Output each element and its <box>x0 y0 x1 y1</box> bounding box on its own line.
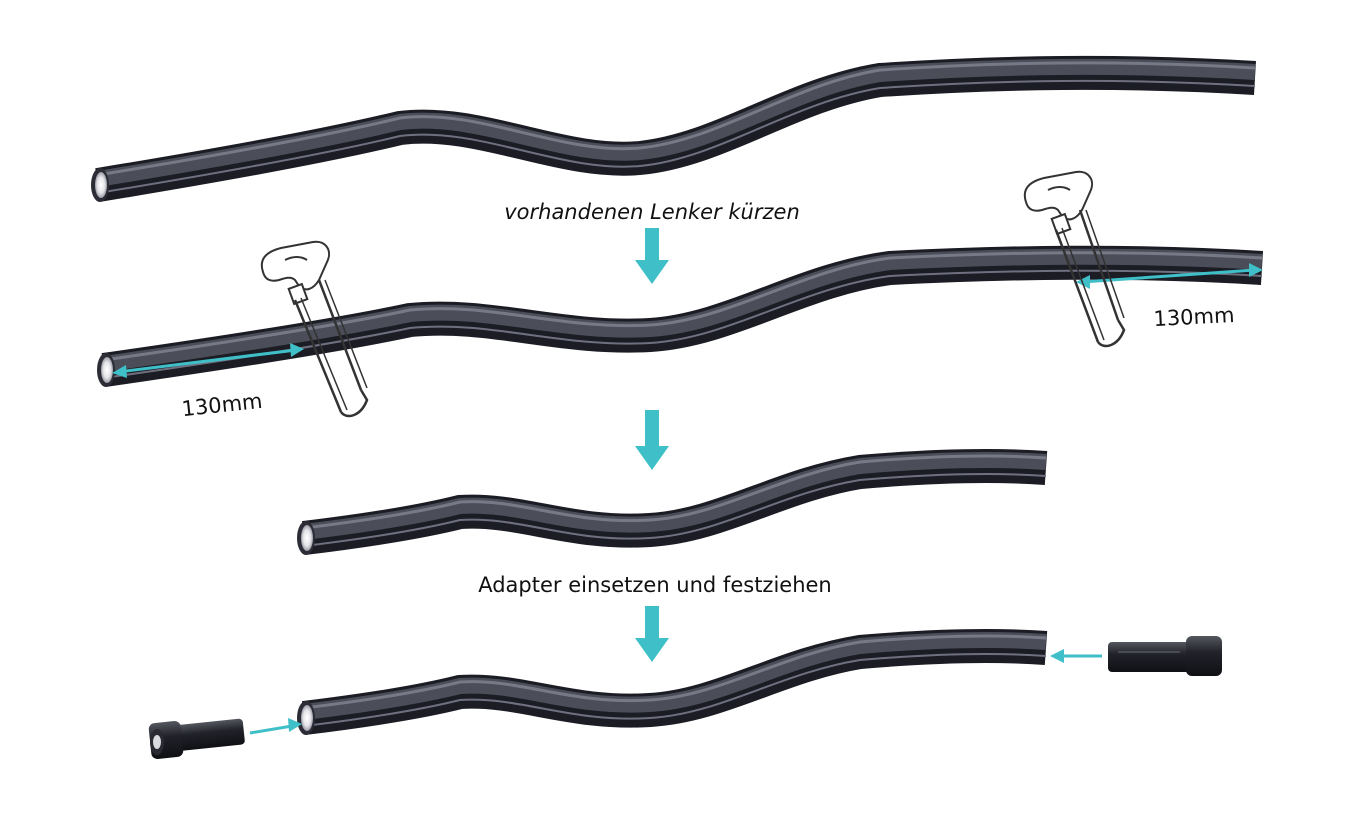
arrow-down-icon <box>635 228 669 284</box>
handlebar-shortened <box>297 448 1048 555</box>
measurement-arrow-left <box>112 343 304 378</box>
arrow-down-icon <box>635 606 669 662</box>
hacksaw-icon <box>260 240 369 418</box>
left-cut-length: 130mm <box>180 389 263 421</box>
insert-arrow-left <box>249 718 302 735</box>
bar-end-adapter-right <box>1108 636 1222 676</box>
step3-caption: Adapter einsetzen und festziehen <box>478 573 832 597</box>
handlebar-with-cut-marks <box>97 245 1264 387</box>
arrow-down-icon <box>635 410 669 470</box>
right-cut-length: 130mm <box>1153 303 1235 331</box>
bar-end-adapter-left <box>148 718 245 759</box>
hacksaw-icon <box>1023 170 1126 348</box>
handlebar-with-adapters <box>297 628 1048 735</box>
step1-caption: vorhandenen Lenker kürzen <box>504 200 800 224</box>
insert-arrow-right <box>1050 649 1102 663</box>
handlebar-original <box>91 55 1257 202</box>
